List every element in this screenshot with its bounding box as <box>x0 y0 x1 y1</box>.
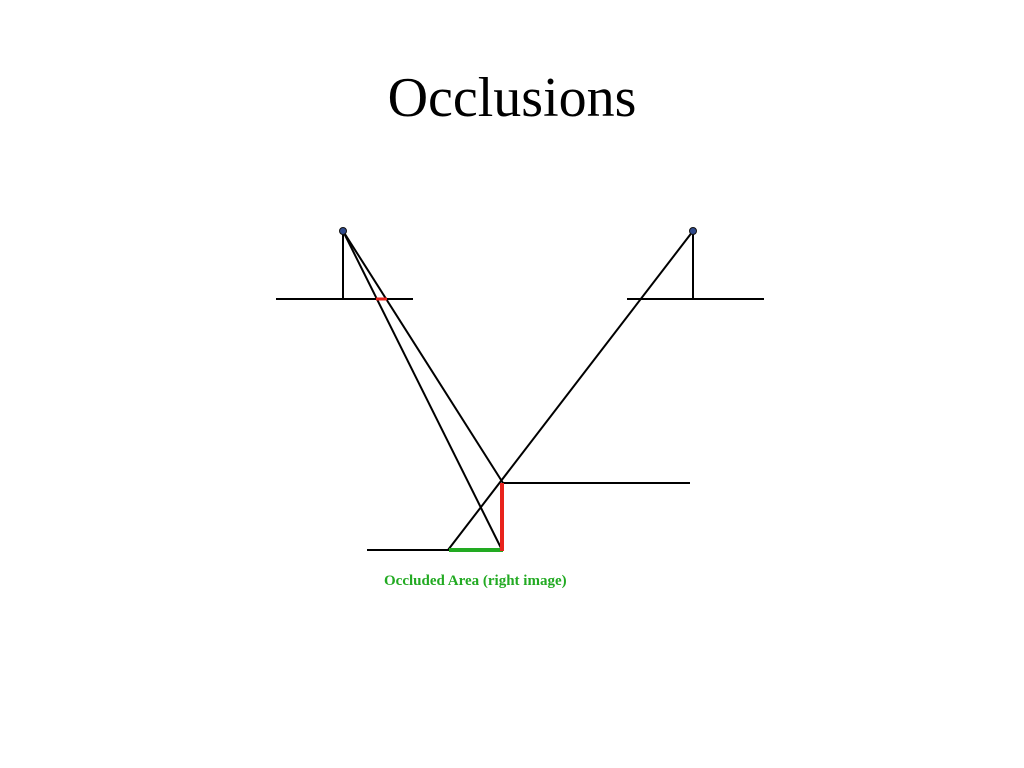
right-ray <box>447 230 694 551</box>
left-camera-center <box>339 227 347 235</box>
right-camera-center <box>689 227 697 235</box>
slide-title: Occlusions <box>387 67 637 129</box>
left-ray-to-step-bottom <box>342 230 503 551</box>
left-ray-to-step-top <box>342 230 504 484</box>
occluded-area-label: Occluded Area (right image) <box>384 573 567 589</box>
